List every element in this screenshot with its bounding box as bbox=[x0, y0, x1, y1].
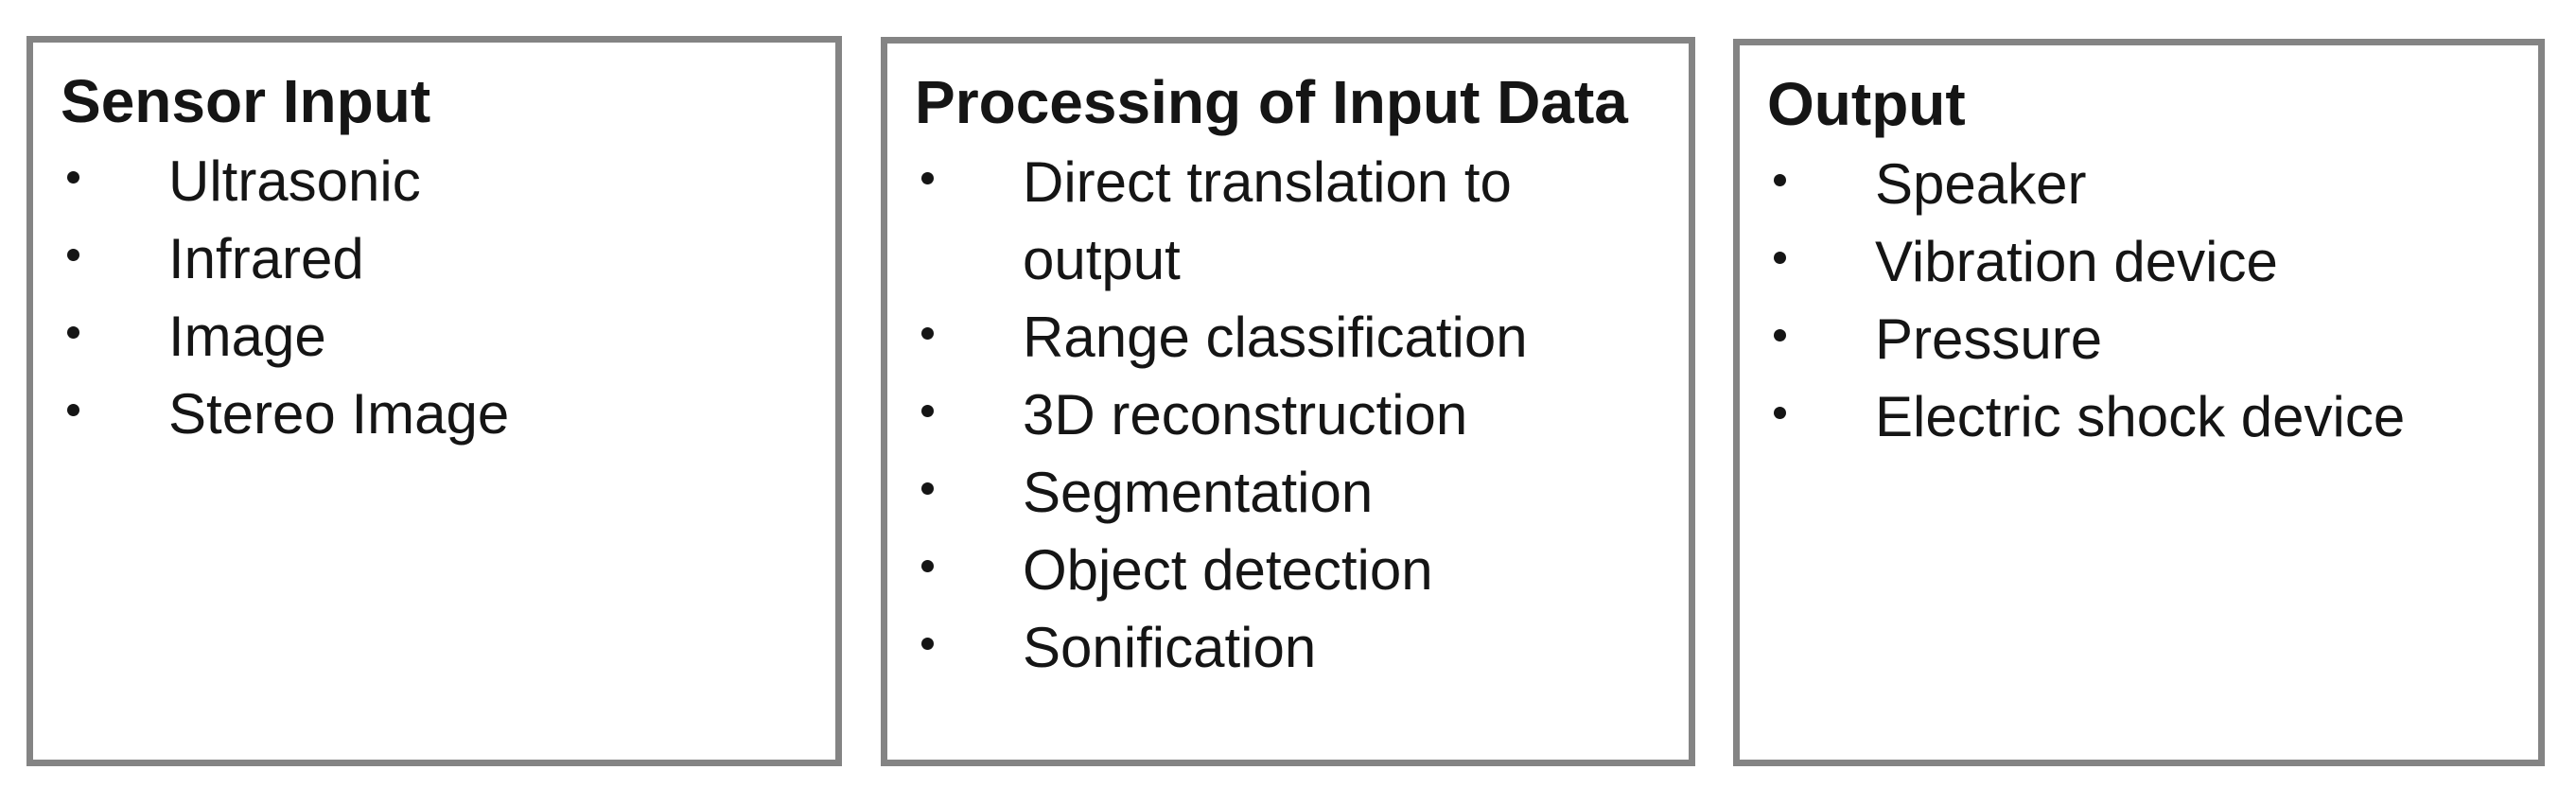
list-item: Vibration device bbox=[1774, 223, 2519, 301]
box-output: Output Speaker Vibration device Pressure… bbox=[1733, 39, 2545, 766]
list-item: Speaker bbox=[1774, 146, 2519, 223]
bullet-icon bbox=[1774, 407, 1786, 419]
bullet-icon bbox=[921, 327, 934, 340]
bullet-icon bbox=[921, 560, 934, 572]
list-item: Image bbox=[67, 298, 816, 376]
bullet-icon bbox=[67, 404, 79, 416]
bullet-icon bbox=[1774, 174, 1786, 186]
box-title-processing: Processing of Input Data bbox=[915, 68, 1628, 136]
bullet-icon bbox=[921, 638, 934, 650]
list-item: 3D reconstruction bbox=[921, 376, 1670, 454]
list-item: Segmentation bbox=[921, 454, 1670, 532]
bullet-icon bbox=[67, 171, 79, 184]
box-title-sensor-input: Sensor Input bbox=[61, 67, 431, 135]
processing-list: Direct translation to output Range class… bbox=[887, 144, 1689, 687]
bullet-icon bbox=[921, 405, 934, 417]
box-sensor-input: Sensor Input Ultrasonic Infrared Image S… bbox=[26, 36, 842, 766]
list-item: Stereo Image bbox=[67, 376, 816, 453]
output-list: Speaker Vibration device Pressure Electr… bbox=[1740, 146, 2538, 456]
list-item: Direct translation to output bbox=[921, 144, 1670, 299]
bullet-icon bbox=[67, 326, 79, 339]
list-item: Infrared bbox=[67, 220, 816, 298]
box-processing-of-input-data: Processing of Input Data Direct translat… bbox=[881, 37, 1695, 766]
list-item: Pressure bbox=[1774, 301, 2519, 378]
bullet-icon bbox=[921, 482, 934, 495]
list-item: Sonification bbox=[921, 609, 1670, 687]
list-item: Electric shock device bbox=[1774, 378, 2519, 456]
bullet-icon bbox=[67, 249, 79, 261]
list-item: Object detection bbox=[921, 532, 1670, 609]
bullet-icon bbox=[1774, 252, 1786, 264]
list-item: Ultrasonic bbox=[67, 143, 816, 220]
bullet-icon bbox=[921, 172, 934, 184]
list-item: Range classification bbox=[921, 299, 1670, 376]
box-title-output: Output bbox=[1767, 70, 1966, 138]
bullet-icon bbox=[1774, 329, 1786, 341]
sensor-input-list: Ultrasonic Infrared Image Stereo Image bbox=[33, 143, 835, 453]
